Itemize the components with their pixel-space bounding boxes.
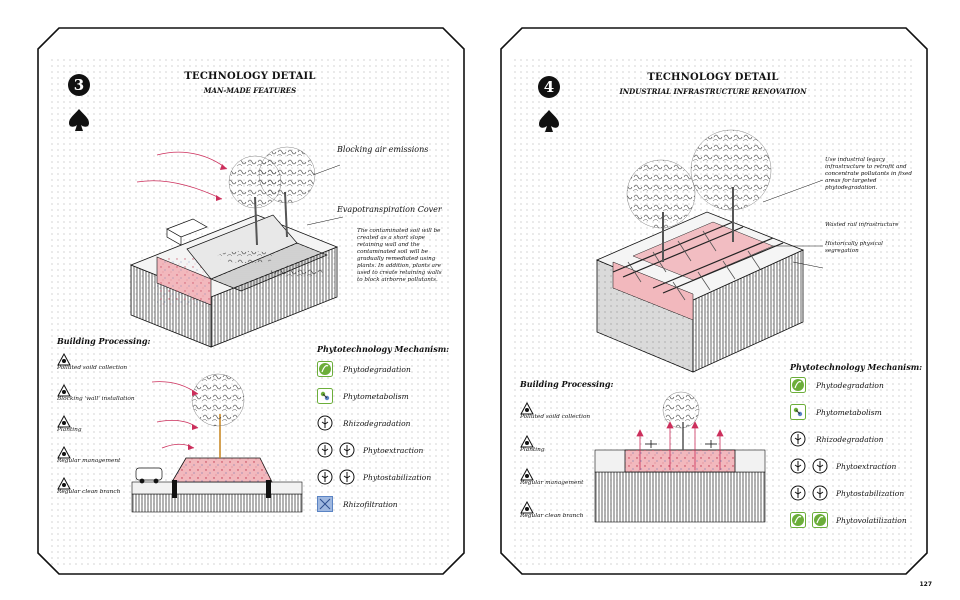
tree-icon bbox=[228, 146, 316, 246]
mechanism-label: Phytometabolism bbox=[343, 392, 409, 401]
mechanism-label: Phytostabilization bbox=[836, 489, 905, 498]
leaf-green-box-icon bbox=[812, 512, 828, 528]
mechanism-label: Phytometabolism bbox=[816, 408, 882, 417]
page-title: TECHNOLOGY DETAIL bbox=[647, 72, 779, 83]
mechanism-label: Phytovolatilization bbox=[836, 516, 907, 525]
process-step-label: Regular clean branch bbox=[57, 489, 121, 495]
process-step: Regular clean branch bbox=[520, 499, 583, 519]
section-illustration bbox=[594, 391, 766, 523]
evapotranspiration-cover-illustration bbox=[129, 146, 344, 348]
leaf-green-icon bbox=[790, 512, 806, 528]
section-illustration bbox=[131, 373, 303, 513]
plant-up-icon bbox=[339, 442, 355, 458]
process-step-label: Regular management bbox=[57, 458, 121, 464]
process-step: Regular management bbox=[57, 444, 120, 464]
mechanism-heading: Phytotechnology Mechanism: bbox=[317, 344, 450, 354]
callout-segregation: Historically physical segregation bbox=[825, 241, 883, 254]
root-circle-icon bbox=[317, 415, 333, 431]
panel-number-badge: 4 bbox=[538, 76, 560, 98]
process-step: Planting bbox=[520, 433, 545, 453]
process-step-label: Blocking 'wall' installation bbox=[57, 396, 135, 402]
callout-description: The contaminated soil will be created as… bbox=[357, 228, 442, 283]
water-filter-icon bbox=[317, 496, 333, 512]
process-step-label: Polluted soild collection bbox=[520, 414, 591, 420]
callout-wasted-rail: Wasted rail infrastructure bbox=[825, 222, 899, 228]
page-subtitle: INDUSTRIAL INFRASTRUCTURE RENOVATION bbox=[619, 87, 807, 96]
process-step-label: Polluted soild collection bbox=[57, 365, 128, 371]
molecule-icon bbox=[317, 388, 333, 404]
pruning-icon bbox=[57, 476, 71, 490]
tree-icon bbox=[626, 129, 772, 262]
mechanism-label: Phytodegradation bbox=[343, 365, 411, 374]
molecule-icon bbox=[790, 404, 806, 420]
plant-roots-icon bbox=[317, 442, 333, 458]
plant-stable-icon bbox=[812, 485, 828, 501]
digging-icon bbox=[520, 401, 534, 415]
mechanism-label: Rhizofiltration bbox=[343, 500, 398, 509]
mechanism-label: Phytodegradation bbox=[816, 381, 884, 390]
digging-icon bbox=[57, 352, 71, 366]
spade-icon bbox=[69, 109, 89, 131]
process-step: Polluted soild collection bbox=[520, 400, 590, 420]
panel-number-badge: 3 bbox=[68, 74, 90, 96]
management-icon bbox=[520, 467, 534, 481]
process-step-label: Regular clean branch bbox=[520, 513, 584, 519]
leaf-green-icon bbox=[790, 377, 806, 393]
pruning-icon bbox=[520, 500, 534, 514]
page-title: TECHNOLOGY DETAIL bbox=[184, 71, 316, 82]
callout-blocking-air: Blocking air emissions bbox=[337, 145, 429, 154]
mechanism-label: Phytostabilization bbox=[363, 473, 432, 482]
page-number: 127 bbox=[919, 581, 932, 588]
wall-icon bbox=[57, 383, 71, 397]
process-step-label: Planting bbox=[57, 427, 82, 433]
rail-infrastructure-illustration bbox=[595, 129, 824, 373]
page-subtitle: MAN-MADE FEATURES bbox=[203, 86, 297, 95]
mechanism-label: Rhizodegradation bbox=[816, 435, 884, 444]
plant-stable-icon bbox=[339, 469, 355, 485]
building-processing-heading: Building Processing: bbox=[520, 379, 614, 389]
left-panel: 3 TECHNOLOGY DETAIL MAN-MADE FEATURES bbox=[37, 27, 465, 575]
leaf-green-icon bbox=[317, 361, 333, 377]
process-step: Planting bbox=[57, 413, 82, 433]
mechanism-label: Phytoextraction bbox=[363, 446, 424, 455]
process-step: Blocking 'wall' installation bbox=[57, 382, 135, 402]
process-step-label: Regular management bbox=[520, 480, 584, 486]
planting-icon bbox=[520, 434, 534, 448]
building-processing-heading: Building Processing: bbox=[57, 336, 151, 346]
spade-icon bbox=[539, 110, 559, 132]
plant-hold-icon bbox=[790, 485, 806, 501]
plant-roots-icon bbox=[790, 458, 806, 474]
process-step-label: Planting bbox=[520, 447, 545, 453]
callout-evapotranspiration: Evapotranspiration Cover bbox=[337, 205, 442, 214]
process-step: Polluted soild collection bbox=[57, 351, 127, 371]
planting-icon bbox=[57, 414, 71, 428]
process-step: Regular management bbox=[520, 466, 583, 486]
process-step: Regular clean branch bbox=[57, 475, 120, 495]
mechanism-heading: Phytotechnology Mechanism: bbox=[790, 362, 923, 372]
callout-legacy-infrastructure: Use industrial legacy infrastructure to … bbox=[825, 157, 912, 191]
mechanism-label: Rhizodegradation bbox=[343, 419, 411, 428]
plant-hold-icon bbox=[317, 469, 333, 485]
right-panel: 4 TECHNOLOGY DETAIL INDUSTRIAL INFRASTRU… bbox=[500, 27, 928, 575]
plant-up-icon bbox=[812, 458, 828, 474]
mechanism-label: Phytoextraction bbox=[836, 462, 897, 471]
root-circle-icon bbox=[790, 431, 806, 447]
management-icon bbox=[57, 445, 71, 459]
